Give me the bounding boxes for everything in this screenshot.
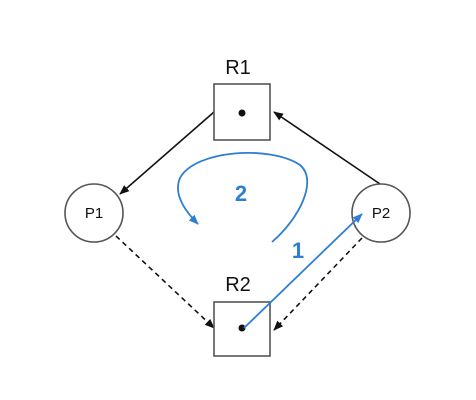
resource-r2-instance-dot [238,324,246,332]
edge-p2-to-r2-dashed [273,237,363,331]
edge-p2-to-r1 [273,111,381,185]
step-1-label: 1 [292,238,304,263]
step-1-arrow [243,213,363,329]
process-p1-label: P1 [85,205,103,222]
step-2-label: 2 [235,181,247,206]
resource-r1-instance-dot [238,109,246,117]
edge-r1-to-p1 [119,111,215,195]
resource-r1-label: R1 [225,57,251,79]
process-p2-label: P2 [372,205,390,222]
edge-p1-to-r2-dashed [115,235,215,329]
process-p2-node [351,183,411,243]
resource-r2-label: R2 [225,274,251,296]
step-2-cycle-arrow [177,151,309,243]
process-p1-node [64,183,124,243]
